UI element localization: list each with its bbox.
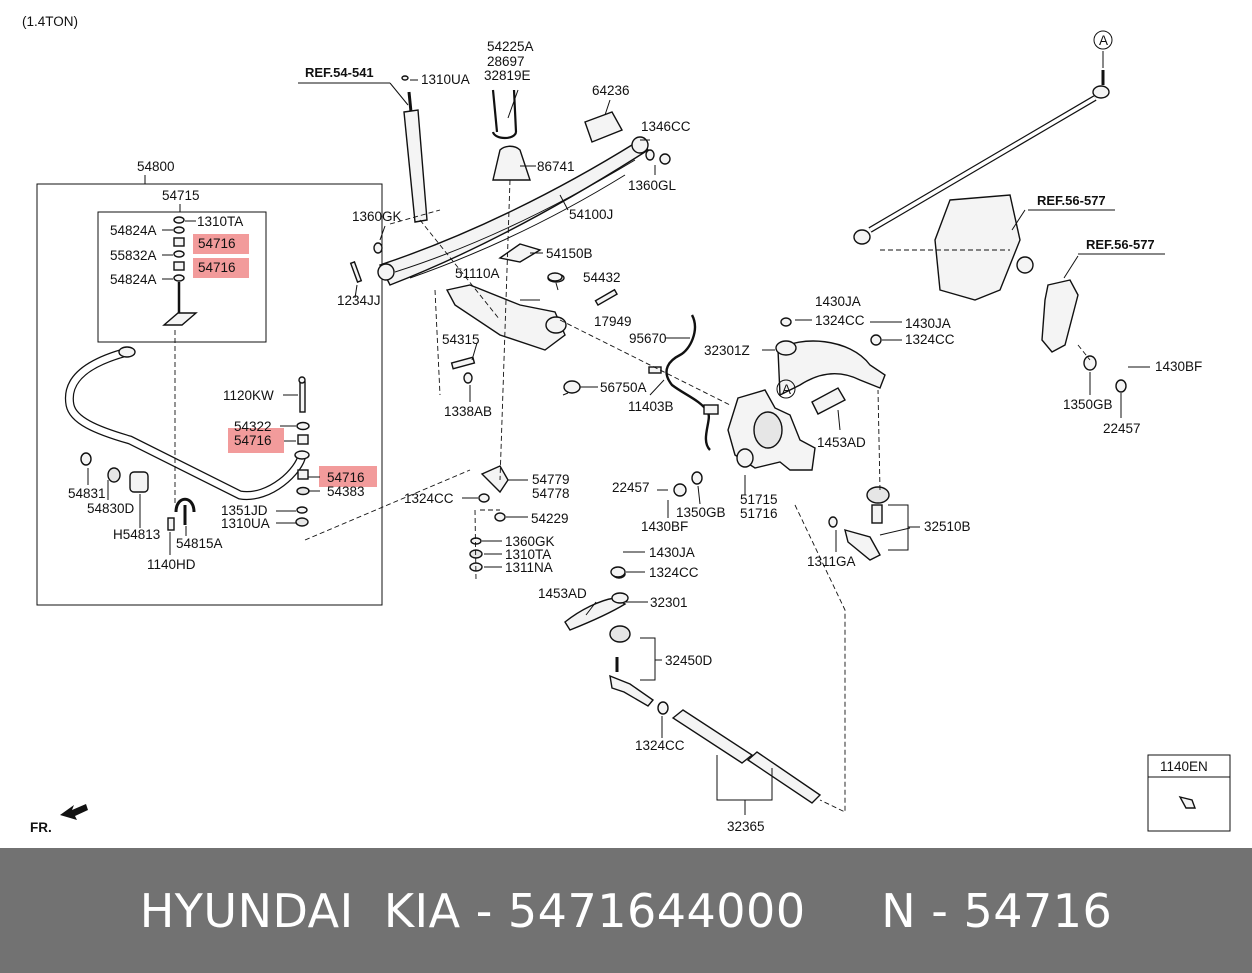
part-1360gk-a: 1360GK bbox=[352, 209, 402, 224]
part-32301z: 32301Z bbox=[704, 343, 750, 358]
part-1324cc-c: 1324CC bbox=[905, 332, 955, 347]
part-54716-a: 54716 bbox=[198, 236, 236, 251]
highlight-54716-d bbox=[319, 466, 377, 487]
ref-56-577-a: REF.56-577 bbox=[1037, 193, 1106, 208]
part-54716-c: 54716 bbox=[234, 433, 272, 448]
part-54779: 54779 bbox=[532, 472, 570, 487]
part-54716-b: 54716 bbox=[198, 260, 236, 275]
part-64236: 64236 bbox=[592, 83, 630, 98]
part-55832a: 55832A bbox=[110, 248, 157, 263]
part-1324cc-d: 1324CC bbox=[649, 565, 699, 580]
variant-label: (1.4TON) bbox=[22, 14, 78, 29]
part-17949: 17949 bbox=[594, 314, 632, 329]
part-54815a: 54815A bbox=[176, 536, 223, 551]
part-32450d: 32450D bbox=[665, 653, 713, 668]
part-56750a: 56750A bbox=[600, 380, 647, 395]
part-86741: 86741 bbox=[537, 159, 575, 174]
callout-a-top: A bbox=[1099, 33, 1108, 48]
ref-56-577-b: REF.56-577 bbox=[1086, 237, 1155, 252]
part-1350gb-b: 1350GB bbox=[1063, 397, 1113, 412]
part-1324cc-b: 1324CC bbox=[815, 313, 865, 328]
part-1310ta-a: 1310TA bbox=[197, 214, 243, 229]
part-1234jj: 1234JJ bbox=[337, 293, 381, 308]
part-54322: 54322 bbox=[234, 419, 272, 434]
part-22457-b: 22457 bbox=[1103, 421, 1141, 436]
part-1453ad-b: 1453AD bbox=[538, 586, 587, 601]
link-kit-frame bbox=[97, 211, 267, 343]
part-54150b: 54150B bbox=[546, 246, 593, 261]
part-1350gb-a: 1350GB bbox=[676, 505, 726, 520]
part-32365: 32365 bbox=[727, 819, 765, 834]
diagram-canvas: (1.4TON) FR. 1140EN A A REF.54-541 REF.5… bbox=[22, 14, 1231, 835]
part-54100j: 54100J bbox=[569, 207, 613, 222]
part-1120kw: 1120KW bbox=[223, 388, 274, 403]
part-1351jd: 1351JD bbox=[221, 503, 268, 518]
part-1430ja-b: 1430JA bbox=[905, 316, 951, 331]
pitman-arm bbox=[1041, 279, 1079, 353]
part-51110a: 51110A bbox=[455, 266, 500, 281]
part-51715: 51715 bbox=[740, 492, 778, 507]
tie-rod-tube bbox=[671, 709, 754, 764]
part-54432: 54432 bbox=[583, 270, 621, 285]
part-1324cc-e: 1324CC bbox=[635, 738, 685, 753]
part-1310ua-a: 1310UA bbox=[221, 516, 270, 531]
part-1360gk-b: 1360GK bbox=[505, 534, 555, 549]
steering-gear bbox=[934, 194, 1021, 301]
part-1430ja-c: 1430JA bbox=[649, 545, 695, 560]
part-1430ja-a: 1430JA bbox=[815, 294, 861, 309]
part-54824a-b: 54824A bbox=[110, 272, 157, 287]
callout-a-knuckle: A bbox=[782, 382, 791, 397]
part-1310ta-b: 1310TA bbox=[505, 547, 551, 562]
part-54225a: 54225A bbox=[487, 39, 534, 54]
part-54383: 54383 bbox=[327, 484, 365, 499]
part-32819e: 32819E bbox=[484, 68, 531, 83]
box-1140en bbox=[1147, 754, 1231, 832]
ref-54-541: REF.54-541 bbox=[305, 65, 374, 80]
part-54830d: 54830D bbox=[87, 501, 135, 516]
part-54715: 54715 bbox=[162, 188, 200, 203]
part-54315: 54315 bbox=[442, 332, 480, 347]
part-1453ad-a: 1453AD bbox=[817, 435, 866, 450]
front-direction-label: FR. bbox=[30, 820, 52, 835]
part-1430bf-a: 1430BF bbox=[641, 519, 688, 534]
part-54831: 54831 bbox=[68, 486, 106, 501]
highlight-54716-b bbox=[193, 258, 249, 278]
box-1140en-label: 1140EN bbox=[1160, 759, 1208, 774]
stabilizer-frame bbox=[36, 183, 383, 606]
part-1360gl: 1360GL bbox=[628, 178, 677, 193]
part-54800: 54800 bbox=[137, 159, 175, 174]
part-number-text: HYUNDAI KIA - 5471644000 N - 54716 bbox=[139, 883, 1113, 938]
part-51716: 51716 bbox=[740, 506, 778, 521]
center-arm bbox=[777, 340, 886, 397]
part-1310ua-b: 1310UA bbox=[421, 72, 470, 87]
part-1346cc: 1346CC bbox=[641, 119, 691, 134]
spring-bracket bbox=[445, 284, 566, 351]
part-54778: 54778 bbox=[532, 486, 570, 501]
part-1338ab: 1338AB bbox=[444, 404, 492, 419]
part-32301: 32301 bbox=[650, 595, 688, 610]
part-95670: 95670 bbox=[629, 331, 667, 346]
part-1311ga: 1311GA bbox=[807, 554, 856, 569]
parts-diagram: (1.4TON) FR. 1140EN A A REF.54-541 REF.5… bbox=[22, 14, 1231, 835]
part-h54813: H54813 bbox=[113, 527, 160, 542]
part-number-banner: HYUNDAI KIA - 5471644000 N - 54716 bbox=[0, 848, 1252, 973]
highlight-54716-c bbox=[228, 428, 284, 453]
part-28697: 28697 bbox=[487, 54, 525, 69]
part-1324cc-a: 1324CC bbox=[404, 491, 454, 506]
part-1140hd: 1140HD bbox=[147, 557, 196, 572]
part-54229: 54229 bbox=[531, 511, 569, 526]
part-54824a-a: 54824A bbox=[110, 223, 157, 238]
part-1430bf-b: 1430BF bbox=[1155, 359, 1202, 374]
part-32510b: 32510B bbox=[924, 519, 971, 534]
part-54716-d: 54716 bbox=[327, 470, 365, 485]
part-11403b: 11403B bbox=[628, 399, 674, 414]
part-1311na: 1311NA bbox=[505, 560, 553, 575]
highlight-54716-a bbox=[193, 234, 249, 254]
part-22457-a: 22457 bbox=[612, 480, 650, 495]
